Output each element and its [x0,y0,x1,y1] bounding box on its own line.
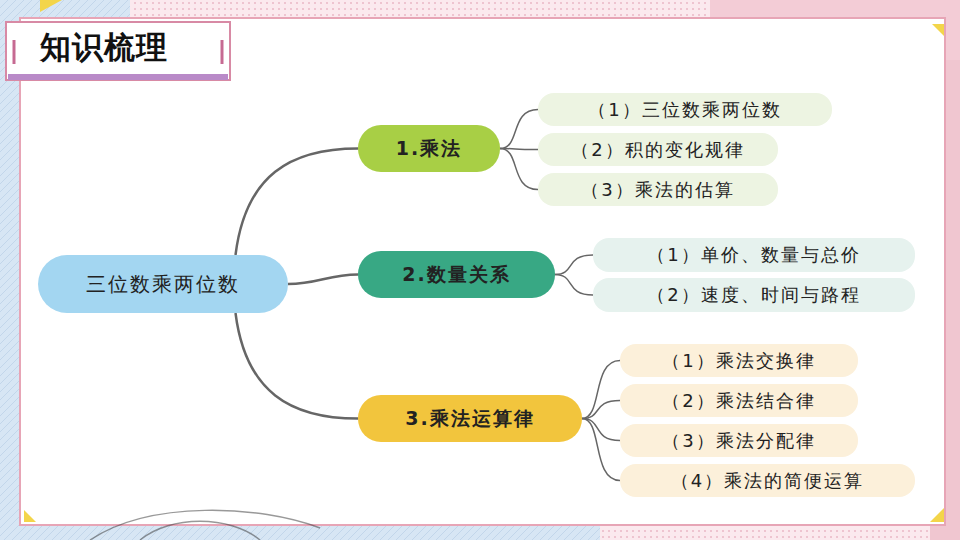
node-text: 1.乘法 [396,136,462,162]
leaf-node: （2）速度、时间与路程 [593,278,915,312]
connector-line [288,275,358,285]
leaf-node: （3）乘法分配律 [620,424,858,457]
connector-line [500,149,538,190]
leaf-connector [582,419,620,441]
node-text: （2）积的变化规律 [571,138,744,162]
corner-triangle [932,24,944,36]
corner-triangle [40,0,62,12]
node-text: （1）乘法交换律 [662,349,815,373]
leaf-node: （1）乘法交换律 [620,344,858,377]
connector-line [582,419,620,481]
leaf-node: （2）积的变化规律 [538,133,778,166]
corner-triangle [930,508,944,522]
node-text: （1）三位数乘两位数 [588,98,781,122]
node-text: （2）乘法结合律 [662,389,815,413]
connector-line [582,361,620,419]
node-text: （1）单价、数量与总价 [647,243,860,267]
leaf-connector [582,419,620,481]
branch-connector [236,313,359,419]
header-pin [13,40,16,64]
connector-line [236,149,359,256]
node-text: 3.乘法运算律 [405,406,534,432]
connector-line [236,313,359,419]
header-box [6,22,230,80]
leaf-node: （1）三位数乘两位数 [538,93,832,126]
node-text: 2.数量关系 [402,262,510,288]
node-text: （2）速度、时间与路程 [647,283,860,307]
leaf-node: （1）单价、数量与总价 [593,238,915,272]
connector-line [582,401,620,419]
decor-scribble [90,510,320,540]
slide-title: 知识梳理 [40,27,168,69]
corner-triangle [24,510,36,522]
node-text: 三位数乘两位数 [86,271,240,298]
connector-line [555,255,593,275]
leaf-node: （2）乘法结合律 [620,384,858,417]
node-text: （4）乘法的简便运算 [671,469,864,493]
root-node: 三位数乘两位数 [38,255,288,313]
leaf-connector [582,361,620,419]
header-underline [8,74,228,80]
branch-node: 3.乘法运算律 [358,395,582,442]
branch-connector [288,275,358,285]
leaf-connector [555,275,593,296]
branch-node: 2.数量关系 [358,251,555,298]
leaf-connector [500,110,538,149]
leaf-node: （4）乘法的简便运算 [620,464,915,497]
header-pin [221,40,224,64]
leaf-node: （3）乘法的估算 [538,173,778,206]
leaf-connector [582,401,620,419]
connector-line [500,110,538,149]
content-panel [20,18,945,525]
node-text: （3）乘法的估算 [581,178,734,202]
node-text: （3）乘法分配律 [662,429,815,453]
connector-line [582,419,620,441]
connector-line [555,275,593,296]
leaf-connector [555,255,593,275]
leaf-connector [500,149,538,190]
branch-connector [236,149,359,256]
branch-node: 1.乘法 [358,125,500,172]
